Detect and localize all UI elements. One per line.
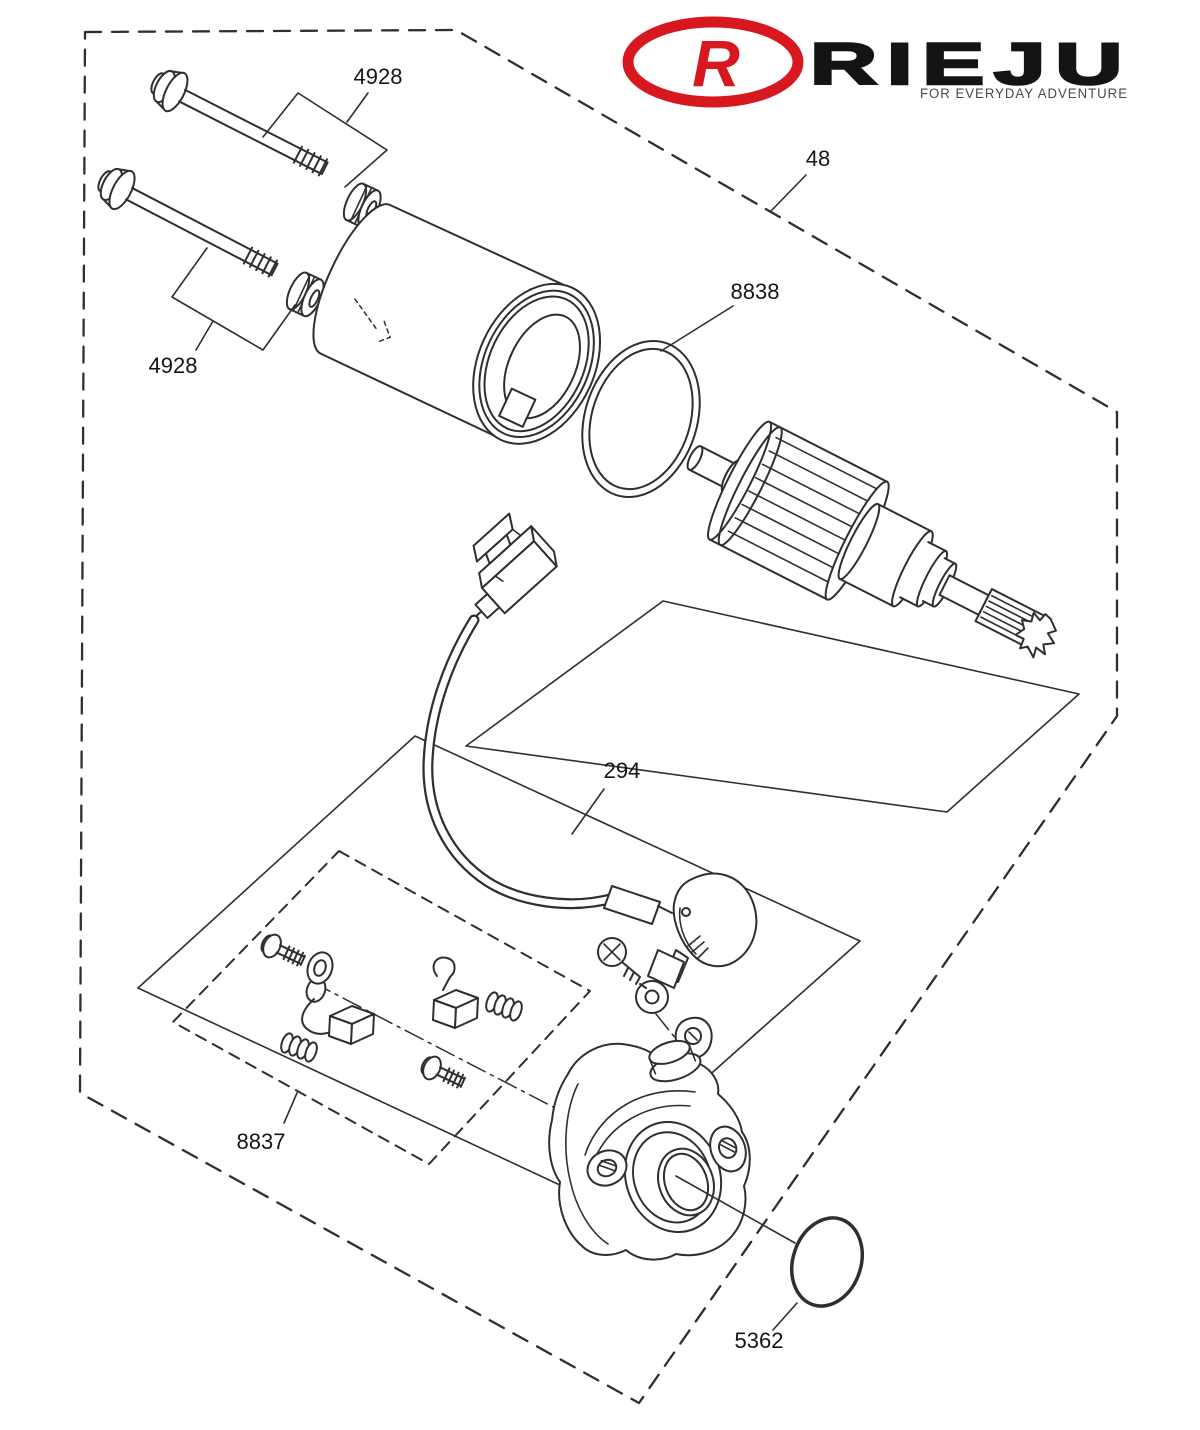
logo-oval (622, 16, 804, 108)
label-oring-large: 8838 (731, 279, 780, 304)
brush-block-1 (328, 1005, 375, 1045)
motor-can (312, 203, 602, 445)
cable-panel (137, 735, 861, 1194)
logo-r-letter: R (692, 26, 740, 100)
armature (686, 420, 1057, 659)
label-bolt-kit-top: 4928 (354, 64, 403, 89)
bolt-top (150, 69, 329, 177)
label-bolt-kit-bottom: 4928 (149, 353, 198, 378)
oring-large-leader (660, 305, 734, 352)
cable-ferrule (603, 885, 661, 925)
cable-label-leader (571, 788, 605, 835)
oring-small (790, 1216, 864, 1308)
brush-block-2 (432, 989, 479, 1029)
bolt-bottom-label-leader (195, 320, 214, 351)
brush-terminal-ring (305, 951, 334, 1003)
brand-logo: R RIEJU FOR EVERYDAY ADVENTURE (622, 16, 1132, 108)
ring-terminal (635, 980, 669, 1014)
terminal-axis-line (655, 1013, 681, 1045)
brush-wire-2 (432, 956, 456, 991)
cable-connector (472, 512, 558, 619)
housing-collar (648, 1039, 702, 1083)
brand-name: RIEJU (810, 32, 1132, 97)
bolt-bottom (97, 167, 279, 278)
armature-panel (465, 600, 1080, 813)
brand-tagline: FOR EVERYDAY ADVENTURE (920, 86, 1128, 101)
assembly-boundary-dashed (78, 28, 1119, 1405)
bolt-bottom-bracket (171, 247, 296, 351)
brush-spring-2 (485, 991, 523, 1022)
end-housing (548, 1016, 751, 1261)
brush-screw-2 (420, 1055, 466, 1089)
bolt-top-label-leader (346, 92, 369, 123)
brush-kit-box-dashed (172, 850, 591, 1165)
housing-ear-left (586, 1149, 628, 1187)
brush-spring-1 (280, 1032, 318, 1063)
terminal-sleeve (647, 949, 685, 989)
brush-kit (260, 933, 523, 1089)
brush-screw-1 (260, 933, 306, 967)
assembly-label-leader (769, 174, 807, 213)
label-brush-kit: 8837 (237, 1129, 286, 1154)
bolt-top-bracket (262, 92, 388, 188)
terminal-screw (597, 937, 647, 989)
starter-cable (422, 614, 673, 925)
label-oring-small: 5362 (735, 1328, 784, 1353)
brush-kit-leader (283, 1092, 298, 1124)
label-assembly: 48 (806, 146, 830, 171)
housing-ear-right (709, 1125, 747, 1173)
oring-small-bore-leader (675, 1175, 796, 1244)
label-starter-cable: 294 (604, 758, 641, 783)
oring-small-leader (772, 1302, 798, 1331)
terminal-boot (635, 872, 758, 1014)
